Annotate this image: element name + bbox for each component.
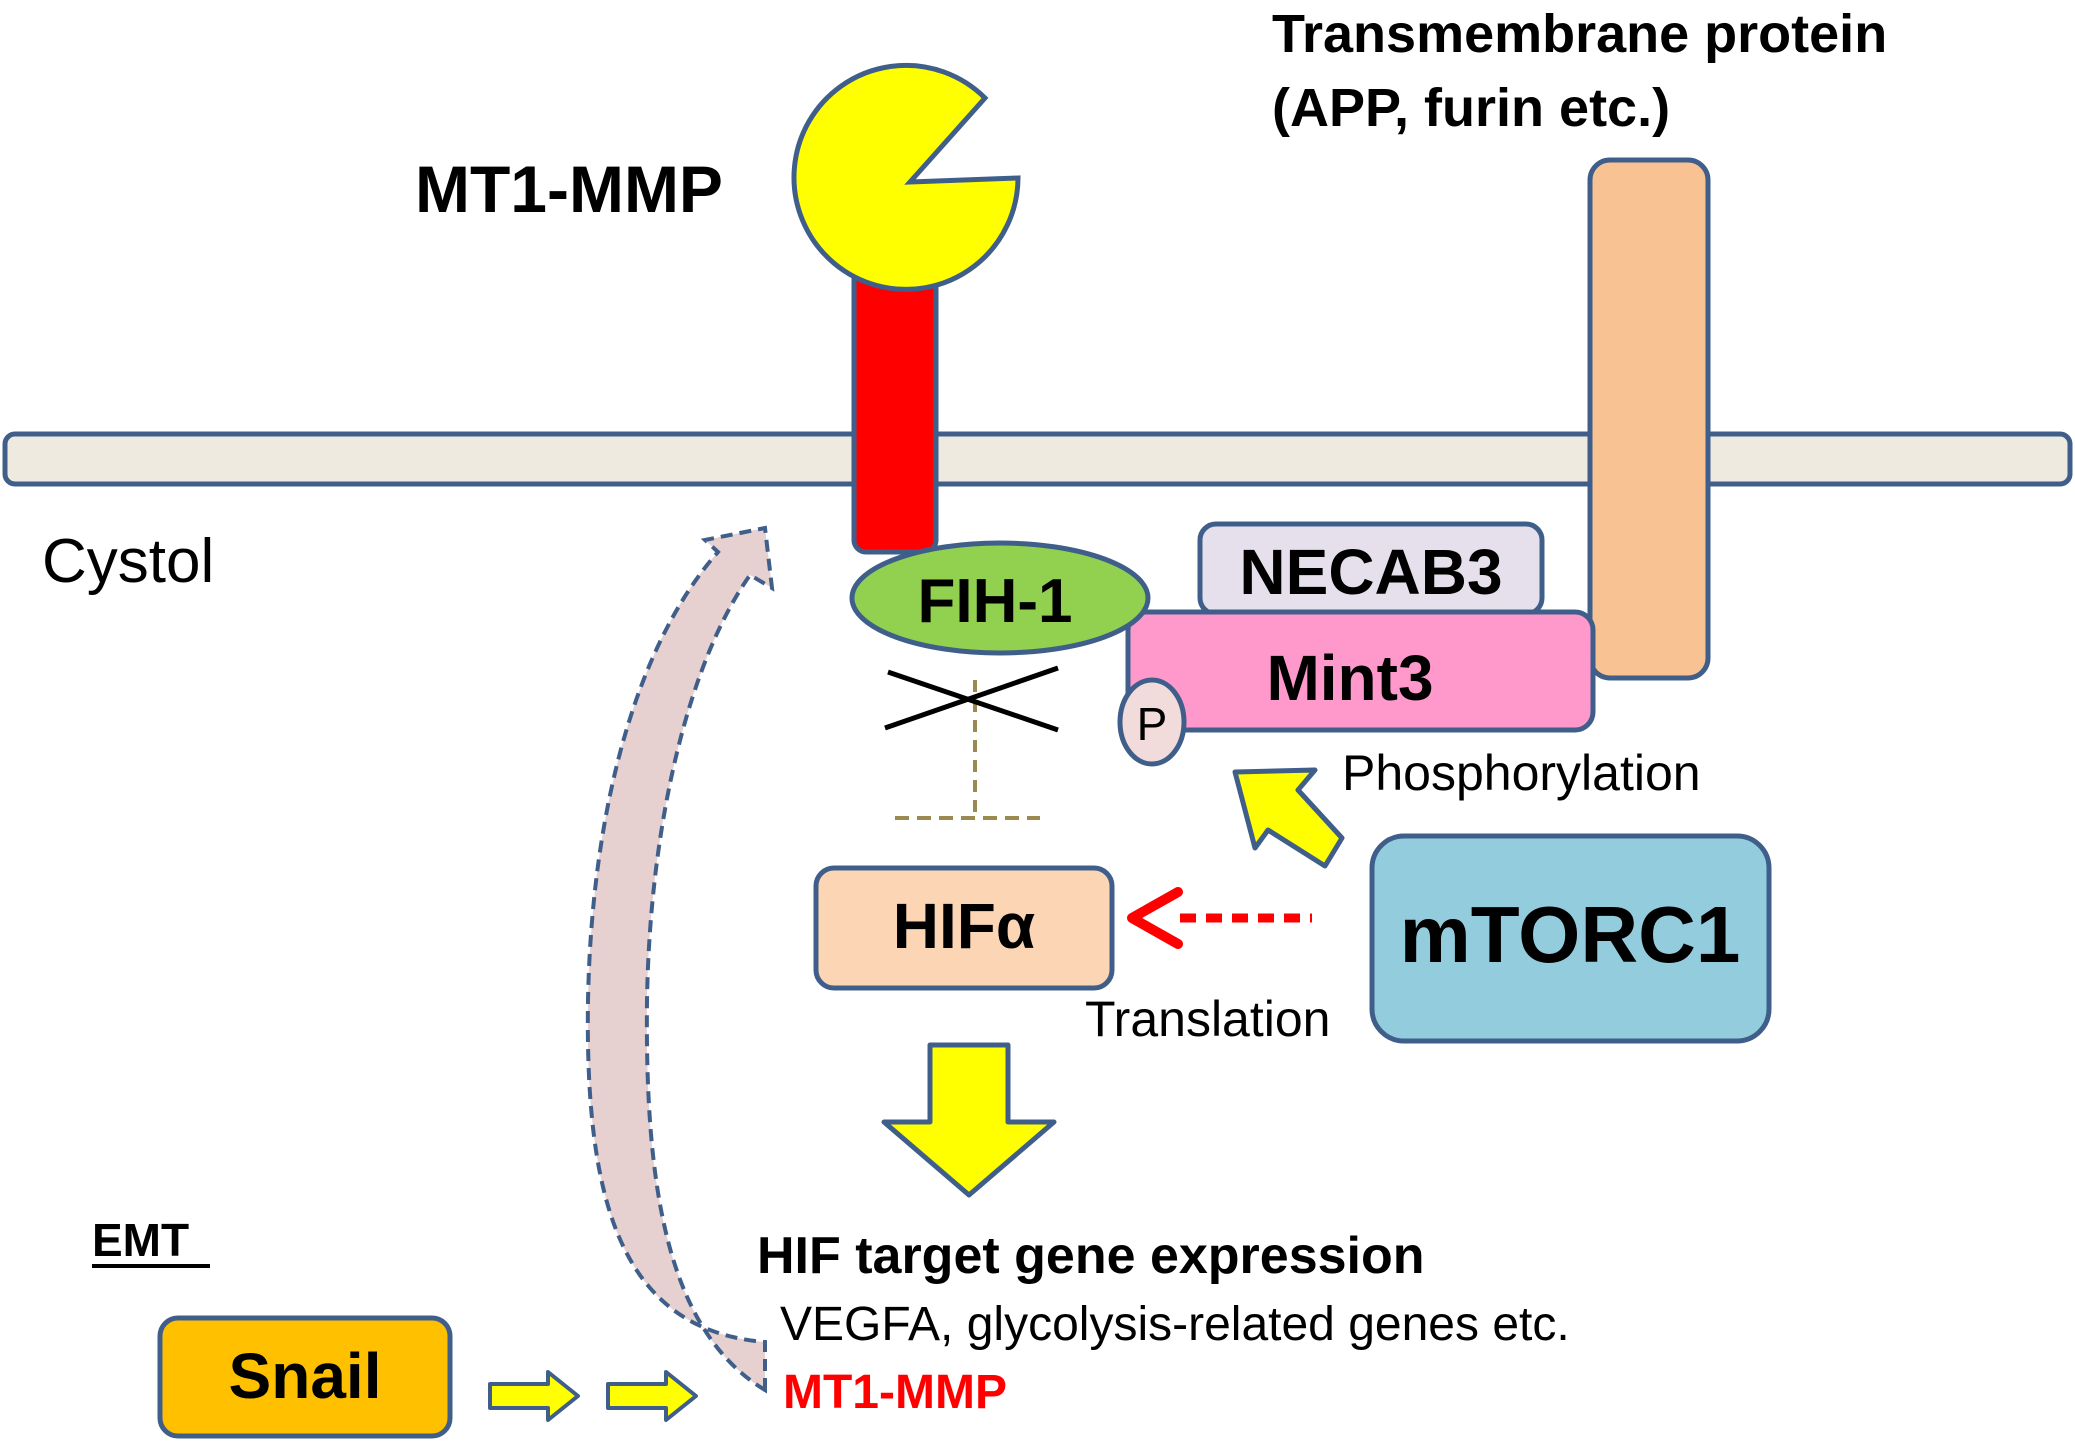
hif-alpha-label: HIFα	[893, 890, 1035, 962]
mtorc1-box	[1369, 833, 1772, 1044]
genes-label: VEGFA, glycolysis-related genes etc.	[780, 1298, 1570, 1351]
mt1mmp-head	[791, 62, 1021, 292]
transmembrane-label-line1: Transmembrane protein	[1272, 4, 1887, 64]
phospho-p-circle	[1117, 677, 1187, 767]
phosphorylation-label: Phosphorylation	[1342, 745, 1701, 801]
mt1mmp-stem	[851, 247, 939, 555]
phospho-p-label: P	[1137, 698, 1168, 750]
translation-arrow-head	[1127, 887, 1183, 949]
fih1-label: FIH-1	[918, 567, 1073, 636]
block-cross-line2	[884, 665, 1059, 731]
snail-box	[157, 1315, 453, 1439]
necab3-label: NECAB3	[1239, 536, 1502, 608]
mint3-label: Mint3	[1266, 642, 1433, 714]
mint3-box	[1125, 609, 1596, 733]
cell-membrane	[2, 431, 2073, 487]
snail-arrow-2	[606, 1370, 698, 1422]
emt-label: EMT	[92, 1214, 189, 1266]
trafficking-curved-arrow	[585, 525, 775, 1394]
phosphorylation-arrow	[1232, 767, 1345, 869]
hif-alpha-box	[813, 865, 1115, 991]
transmembrane-label-line2: (APP, furin etc.)	[1272, 78, 1670, 138]
mt1mmp-top-label: MT1-MMP	[415, 152, 723, 226]
block-cross-line1	[887, 669, 1059, 733]
snail-label: Snail	[229, 1340, 382, 1412]
transmembrane-protein	[1587, 157, 1711, 681]
hif-target-label: HIF target gene expression	[757, 1227, 1425, 1285]
translation-label: Translation	[1085, 991, 1330, 1047]
cystol-label: Cystol	[42, 527, 214, 596]
fih1-ellipse	[849, 540, 1151, 656]
hif-target-down-arrow	[881, 1042, 1057, 1198]
mt1mmp-bottom-label: MT1-MMP	[783, 1366, 1007, 1419]
mtorc1-label: mTORC1	[1400, 890, 1741, 979]
snail-arrow-1	[488, 1370, 580, 1422]
